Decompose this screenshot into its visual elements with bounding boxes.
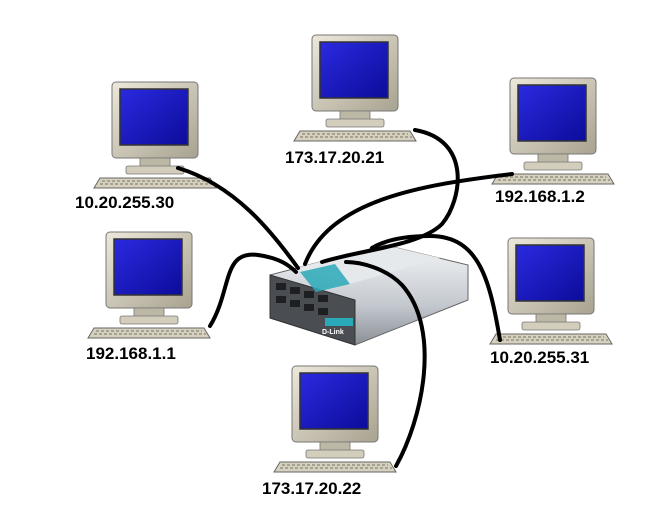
cable-173-17-20-22 xyxy=(344,260,427,468)
ip-label: 10.20.255.31 xyxy=(490,348,589,367)
cable-173-17-20-21 xyxy=(320,128,460,264)
cable-192-168-1-1 xyxy=(208,252,298,328)
ip-label: 10.20.255.30 xyxy=(75,193,174,212)
computer-173-17-20-22 xyxy=(273,365,397,473)
computer-192-168-1-1 xyxy=(87,231,211,339)
computer-173-17-20-21 xyxy=(293,34,417,142)
switch-brand: D-Link xyxy=(322,329,344,336)
network-switch: D-Link xyxy=(269,244,469,346)
ip-label: 192.168.1.2 xyxy=(495,187,585,206)
ip-label: 192.168.1.1 xyxy=(86,344,176,363)
computer-10-20-255-30 xyxy=(93,81,217,189)
computer-10-20-255-31 xyxy=(489,237,613,345)
ip-label: 173.17.20.21 xyxy=(285,148,384,167)
computer-192-168-1-2 xyxy=(491,77,615,185)
cable-192-168-1-2 xyxy=(303,172,514,266)
cable-10-20-255-31 xyxy=(370,233,502,342)
ip-label: 173.17.20.22 xyxy=(262,479,361,498)
cables xyxy=(176,128,514,468)
cable-10-20-255-30 xyxy=(176,166,300,270)
